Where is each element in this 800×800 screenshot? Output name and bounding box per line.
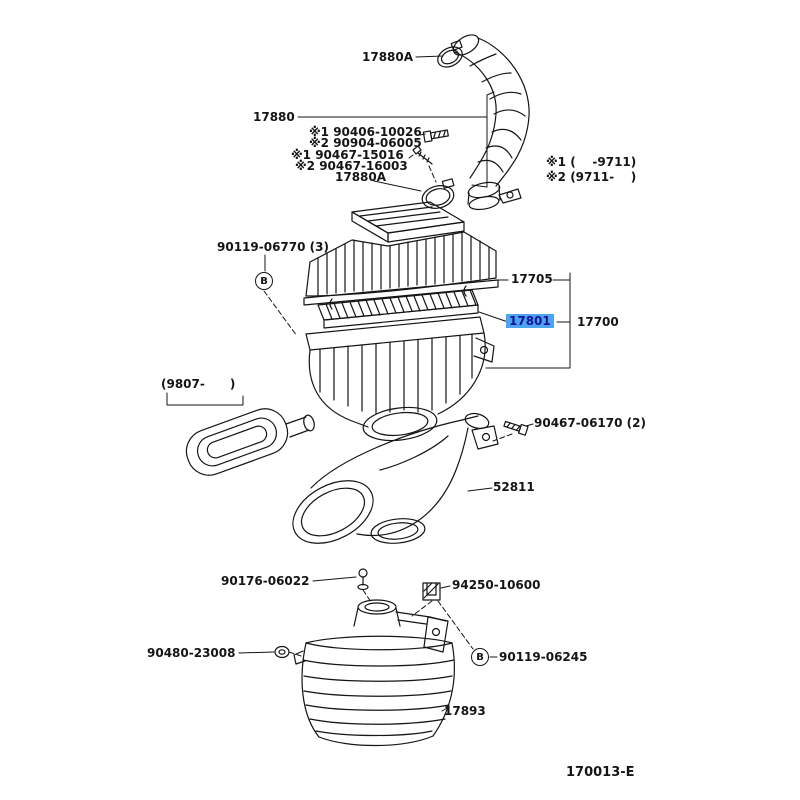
applicability-note-1: ※1 ( -9711) xyxy=(546,155,637,169)
part-callout-hose-clamp-upper[interactable]: 17880A xyxy=(362,50,414,64)
throttle-stub-drawing xyxy=(467,181,522,211)
applicability-note-2: ※2 (9711- ) xyxy=(546,170,637,184)
part-callout-filter-element-selected[interactable]: 17801 xyxy=(506,314,554,328)
part-callout-cleaner-cap[interactable]: 17705 xyxy=(511,272,553,286)
inlet-pipe-drawing xyxy=(292,412,499,544)
pipe-bolt-drawing xyxy=(503,420,529,436)
part-callout-stud-note2[interactable]: ※2 90904-06005 xyxy=(309,136,422,150)
part-callout-hose-assembly[interactable]: 17880 xyxy=(253,110,295,124)
stud-bolt-drawing xyxy=(422,129,449,143)
applicability-note-duct-range: (9807- ) xyxy=(161,377,236,391)
part-callout-clamp-note1[interactable]: ※1 90467-15016 xyxy=(291,148,404,162)
part-callout-cleaner-case[interactable]: 17700 xyxy=(577,315,619,329)
bolt-symbol-b-lower: B xyxy=(471,648,489,666)
bolt-symbol-b-upper: B xyxy=(255,272,273,290)
clamp-upper-drawing xyxy=(437,39,463,68)
resonator-drawing xyxy=(293,599,455,747)
part-callout-pipe-bolt[interactable]: 90467-06170 (2) xyxy=(534,416,646,430)
part-callout-grommet[interactable]: 90480-23008 xyxy=(147,646,236,660)
part-callout-clip[interactable]: 94250-10600 xyxy=(452,578,541,592)
part-callout-stud-note1[interactable]: ※1 90406-10026 xyxy=(309,125,422,139)
assembly-reference-lines xyxy=(263,165,513,657)
figure-code: 170013-E xyxy=(566,765,635,780)
filter-element-drawing xyxy=(317,289,479,329)
air-cleaner-cap-drawing xyxy=(303,201,499,310)
cushion-pin-drawing xyxy=(357,568,369,591)
part-callout-resonator-bolt[interactable]: 90119-06245 xyxy=(499,650,588,664)
part-callout-clamp-note2[interactable]: ※2 90467-16003 xyxy=(295,159,408,173)
part-callout-cushion-upper[interactable]: 90176-06022 xyxy=(221,574,310,588)
clip-drawing xyxy=(422,582,441,601)
part-callout-cap-bolt[interactable]: 90119-06770 (3) xyxy=(217,240,329,254)
grommet-drawing xyxy=(274,645,290,659)
air-cleaner-case-drawing xyxy=(305,316,495,442)
part-callout-hose-clamp-lower[interactable]: 17880A xyxy=(335,170,387,184)
air-hose-drawing xyxy=(452,34,530,187)
clamp-screw-drawing xyxy=(412,145,433,165)
part-callout-inlet-pipe[interactable]: 52811 xyxy=(493,480,535,494)
part-callout-resonator[interactable]: 17893 xyxy=(444,704,486,718)
left-duct-drawing xyxy=(185,408,315,476)
leader-lines xyxy=(166,55,571,712)
